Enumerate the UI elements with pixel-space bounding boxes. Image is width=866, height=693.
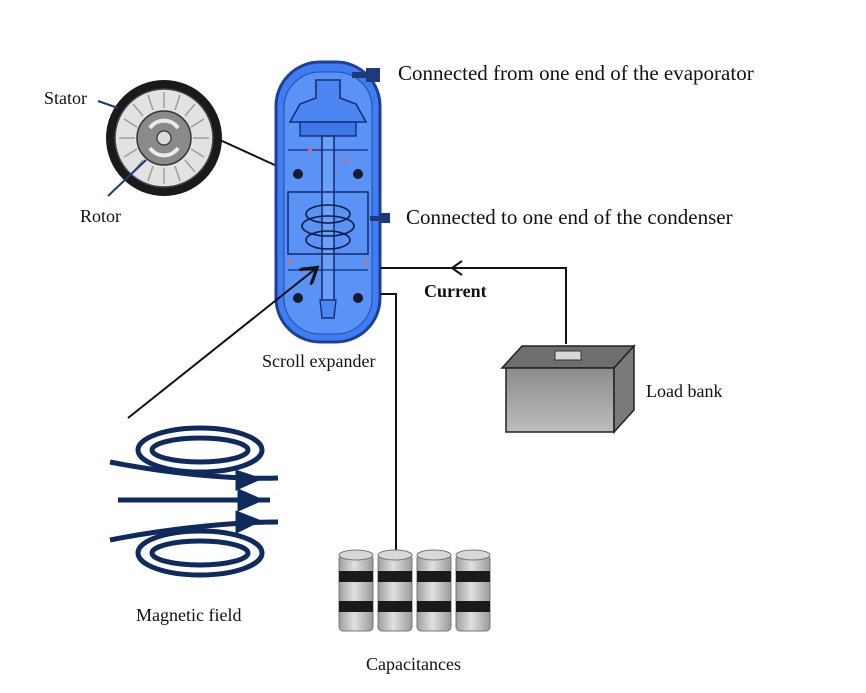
capacitor [377,549,413,632]
capacitor [455,549,491,632]
capacitances-icon [338,549,491,632]
evaporator-port [366,68,380,82]
current-arrow-icon [450,260,463,276]
stator-slots [119,92,209,184]
stator-label: Stator [44,88,87,108]
current-wire [380,267,567,344]
condenser-label: Connected to one end of the condenser [406,205,733,229]
capacitance-wire [380,293,397,550]
stator-leader [97,100,119,109]
load-bank-icon [500,344,636,434]
capacitor [416,549,452,632]
current-label: Current [424,281,487,301]
rotor-leader [107,159,147,197]
load-bank-label: Load bank [646,381,722,401]
condenser-port [380,213,390,223]
magnetic-field-icon [109,425,279,578]
capacitor [338,549,374,632]
scroll-expander-label: Scroll expander [262,351,375,371]
capacitances-label: Capacitances [366,654,461,674]
evaporator-label: Connected from one end of the evaporator [398,61,754,85]
magnetic-field-arrow [127,270,314,419]
rotor-label: Rotor [80,206,121,226]
generator-icon [106,80,222,196]
scroll-expander-icon [274,60,382,344]
magnetic-field-label: Magnetic field [136,605,241,625]
